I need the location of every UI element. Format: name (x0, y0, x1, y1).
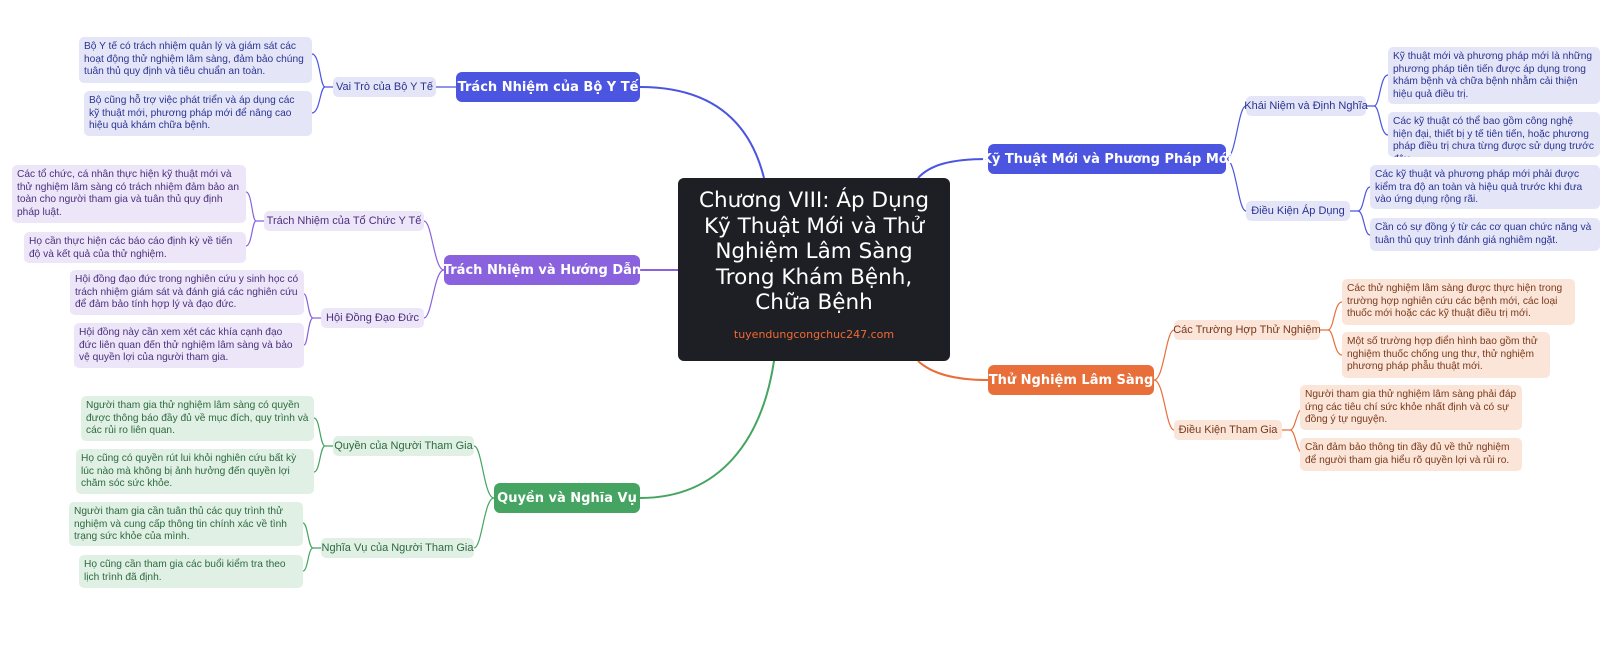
leaf-truong-hop-2[interactable]: Một số trường hợp điển hình bao gồm thử … (1342, 332, 1550, 378)
node-nghia-vu-nguoi-tham-gia[interactable]: Nghĩa Vụ của Người Tham Gia (321, 538, 474, 558)
central-topic-source: tuyendungcongchuc247.com (733, 327, 895, 341)
leaf-dieu-kien-2[interactable]: Cần có sự đồng ý từ các cơ quan chức năn… (1370, 218, 1600, 251)
leaf-quyen-1[interactable]: Người tham gia thử nghiệm lâm sàng có qu… (81, 396, 314, 441)
leaf-dieu-kien-tg-2[interactable]: Cần đảm bảo thông tin đầy đủ về thử nghi… (1300, 438, 1522, 471)
node-trach-nhiem-to-chuc[interactable]: Trách Nhiệm của Tổ Chức Y Tế (264, 211, 424, 231)
branch-thu-nghiem-lam-sang[interactable]: Thử Nghiệm Lâm Sàng (988, 365, 1154, 395)
node-hoi-dong-dao-duc[interactable]: Hội Đồng Đạo Đức (321, 308, 424, 328)
leaf-nghia-vu-2[interactable]: Họ cũng cần tham gia các buổi kiểm tra t… (79, 555, 303, 588)
leaf-dieu-kien-1[interactable]: Các kỹ thuật và phương pháp mới phải đượ… (1370, 165, 1600, 209)
branch-label: Thử Nghiệm Lâm Sàng (988, 372, 1154, 388)
leaf-truong-hop-1[interactable]: Các thử nghiệm lâm sàng được thực hiện t… (1342, 279, 1575, 325)
central-topic[interactable]: Chương VIII: Áp Dụng Kỹ Thuật Mới và Thử… (678, 178, 950, 361)
leaf-to-chuc-2[interactable]: Họ cần thực hiện các báo cáo định kỳ về … (24, 232, 246, 263)
leaf-dieu-kien-tg-1[interactable]: Người tham gia thử nghiệm lâm sàng phải … (1300, 385, 1522, 430)
branch-ky-thuat-moi[interactable]: Kỹ Thuật Mới và Phương Pháp Mới (982, 144, 1232, 174)
branch-label: Kỹ Thuật Mới và Phương Pháp Mới (981, 151, 1233, 167)
leaf-hoi-dong-2[interactable]: Hội đồng này cần xem xét các khía cạnh đ… (74, 323, 304, 368)
node-vai-tro-bo-y-te[interactable]: Vai Trò của Bộ Y Tế (333, 77, 436, 97)
leaf-nghia-vu-1[interactable]: Người tham gia cần tuân thủ các quy trìn… (69, 502, 303, 546)
branch-label: Trách Nhiệm và Hướng Dẫn (442, 262, 642, 278)
leaf-vai-tro-2[interactable]: Bộ cũng hỗ trợ việc phát triển và áp dụn… (84, 91, 312, 136)
node-dieu-kien-ap-dung[interactable]: Điều Kiện Áp Dụng (1246, 201, 1350, 221)
central-topic-title: Chương VIII: Áp Dụng Kỹ Thuật Mới và Thử… (699, 188, 929, 315)
branch-quyen-nghia-vu[interactable]: Quyền và Nghĩa Vụ (494, 483, 640, 513)
leaf-quyen-2[interactable]: Họ cũng có quyền rút lui khỏi nghiên cứu… (76, 449, 314, 494)
branch-trach-nhiem[interactable]: Trách Nhiệm và Hướng Dẫn (442, 255, 642, 285)
node-dieu-kien-tham-gia[interactable]: Điều Kiện Tham Gia (1174, 420, 1282, 440)
leaf-khai-niem-1[interactable]: Kỹ thuật mới và phương pháp mới là những… (1388, 47, 1600, 104)
node-khai-niem-dinh-nghia[interactable]: Khái Niệm và Định Nghĩa (1244, 96, 1368, 116)
branch-label: Trách Nhiệm của Bộ Y Tế (457, 79, 639, 95)
leaf-vai-tro-1[interactable]: Bộ Y tế có trách nhiệm quản lý và giám s… (79, 37, 312, 83)
node-cac-truong-hop[interactable]: Các Trường Hợp Thử Nghiệm (1173, 320, 1321, 340)
branch-label: Quyền và Nghĩa Vụ (497, 490, 637, 506)
leaf-hoi-dong-1[interactable]: Hội đồng đạo đức trong nghiên cứu y sinh… (70, 270, 304, 315)
node-quyen-nguoi-tham-gia[interactable]: Quyền của Người Tham Gia (333, 436, 474, 456)
leaf-to-chuc-1[interactable]: Các tổ chức, cá nhân thực hiện kỹ thuật … (12, 165, 246, 223)
branch-bo-y-te[interactable]: Trách Nhiệm của Bộ Y Tế (456, 72, 640, 102)
leaf-khai-niem-2[interactable]: Các kỹ thuật có thể bao gồm công nghệ hi… (1388, 112, 1600, 157)
